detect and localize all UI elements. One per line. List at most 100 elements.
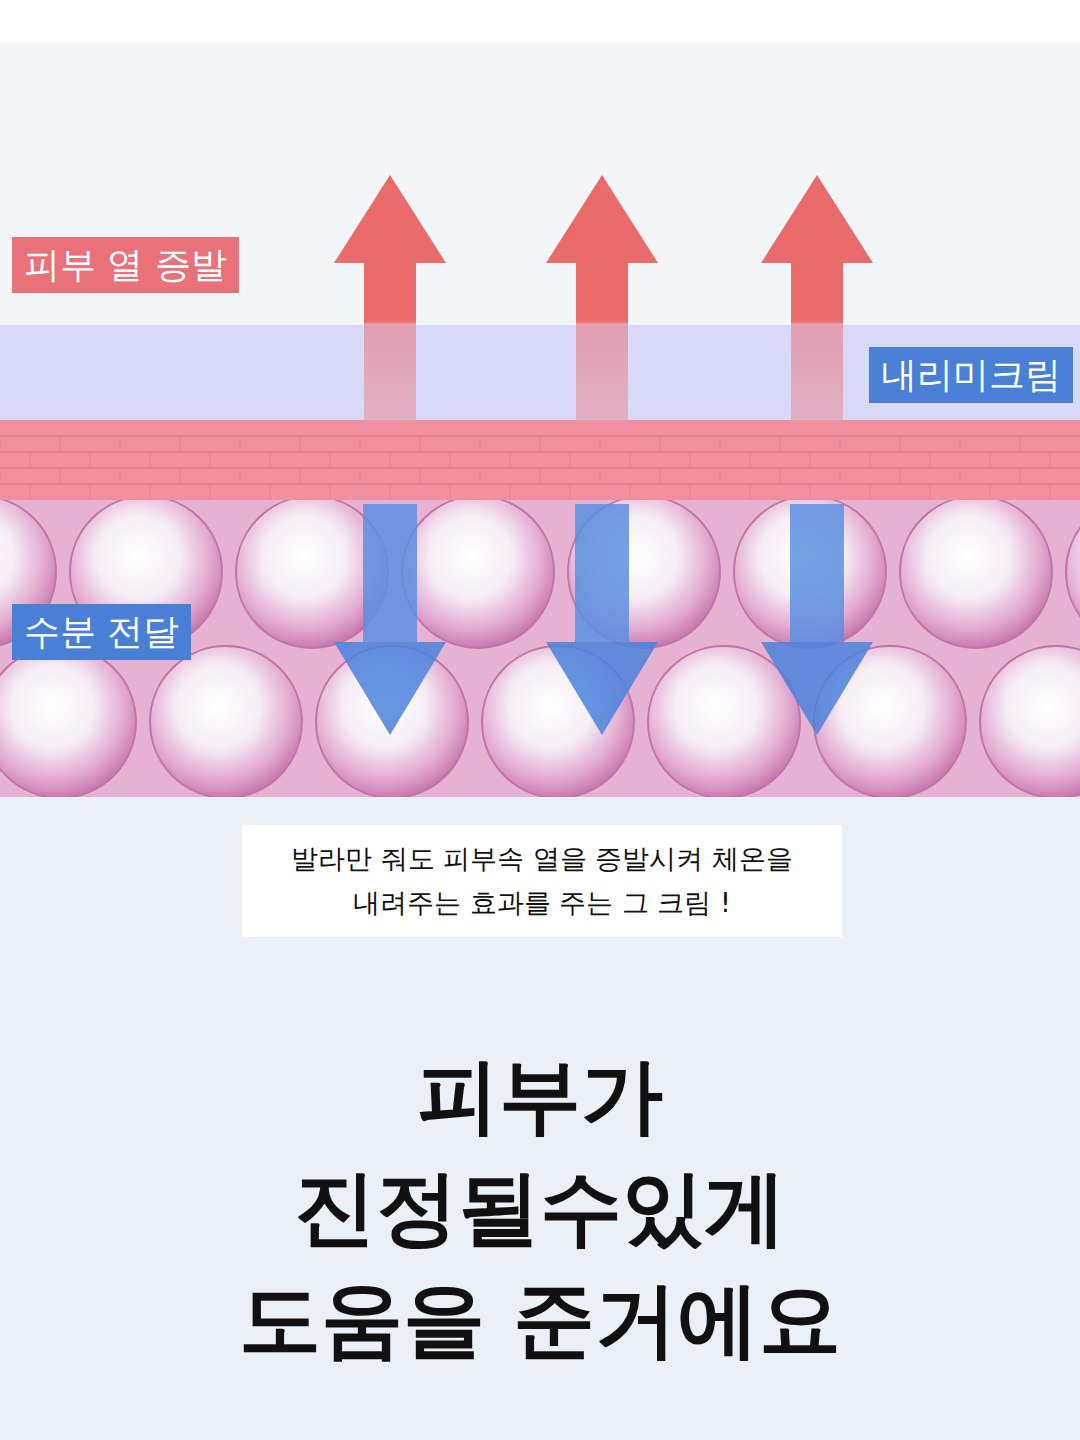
skin-line: [150, 484, 151, 500]
skin-line: [180, 436, 181, 452]
node-text: 수분 전달: [24, 610, 179, 654]
skin-line: [480, 468, 481, 484]
top-margin: [0, 0, 1080, 42]
skin-cell: [1066, 500, 1080, 648]
skin-line: [210, 484, 211, 500]
skin-line: [210, 452, 211, 468]
skin-line: [0, 436, 1, 452]
skin-line: [1020, 468, 1021, 484]
note-box: 발라만 줘도 피부속 열을 증발시켜 체온을 내려주는 효과를 주는 그 크림 …: [242, 825, 842, 937]
skin-line: [420, 436, 421, 452]
skin-line: [960, 468, 961, 484]
skin-line: [330, 484, 331, 500]
skin-line: [300, 468, 301, 484]
node-text: 피부 열 증발: [24, 243, 227, 287]
label-tag: 피부 열 증발: [12, 237, 239, 293]
heat-arrow: [546, 175, 658, 422]
skin-line: [0, 451, 1080, 453]
skin-line: [450, 484, 451, 500]
skin-layer: [0, 420, 1080, 502]
skin-line: [450, 452, 451, 468]
skin-line: [720, 468, 721, 484]
skin-line: [480, 436, 481, 452]
skin-line: [810, 484, 811, 500]
skin-line: [150, 452, 151, 468]
skin-line: [0, 468, 1, 484]
skin-line: [840, 468, 841, 484]
skin-cell: [900, 500, 1052, 648]
skin-line: [750, 484, 751, 500]
skin-line: [240, 436, 241, 452]
skin-line: [360, 468, 361, 484]
skin-line: [660, 468, 661, 484]
skin-cell: [0, 646, 136, 797]
skin-line: [720, 436, 721, 452]
skin-cell: [402, 500, 554, 648]
skin-line: [30, 452, 31, 468]
skin-line: [90, 452, 91, 468]
skin-line: [600, 468, 601, 484]
skin-line: [540, 436, 541, 452]
skin-line: [60, 468, 61, 484]
water-arrow: [334, 504, 446, 735]
skin-line: [1050, 484, 1051, 500]
skin-line: [540, 468, 541, 484]
skin-line: [900, 436, 901, 452]
skin-line: [30, 484, 31, 500]
skin-line: [510, 484, 511, 500]
skin-line: [930, 452, 931, 468]
skin-cell: [734, 500, 886, 648]
skin-line: [90, 484, 91, 500]
skin-line: [900, 468, 901, 484]
skin-line: [360, 436, 361, 452]
label-tag: 수분 전달: [12, 604, 191, 660]
skin-line: [690, 452, 691, 468]
skin-line: [840, 436, 841, 452]
skin-line: [180, 468, 181, 484]
skin-line: [60, 436, 61, 452]
skin-cell: [150, 646, 302, 797]
skin-line: [390, 484, 391, 500]
skin-line: [630, 452, 631, 468]
air-background: [0, 42, 1080, 325]
heat-arrows: [334, 175, 873, 422]
skin-line: [810, 452, 811, 468]
skin-line: [930, 484, 931, 500]
skin-line: [750, 452, 751, 468]
heat-arrow: [334, 175, 446, 422]
skin-cells: [0, 500, 1080, 797]
skin-line: [990, 484, 991, 500]
skin-line: [300, 436, 301, 452]
skin-line: [600, 436, 601, 452]
skin-line: [870, 452, 871, 468]
skin-line: [240, 468, 241, 484]
label-tag: 내리미크림: [869, 347, 1073, 403]
skin-cell: [568, 500, 720, 648]
skin-line: [120, 468, 121, 484]
skin-line: [780, 468, 781, 484]
skin-line: [270, 452, 271, 468]
skin-line: [1020, 436, 1021, 452]
water-arrows: [334, 504, 873, 735]
skin-line: [390, 452, 391, 468]
skin-line: [990, 452, 991, 468]
skin-line: [570, 484, 571, 500]
skin-line: [330, 452, 331, 468]
skin-line: [690, 484, 691, 500]
skin-line: [630, 484, 631, 500]
skin-line: [780, 436, 781, 452]
node-text: 발라만 줘도 피부속 열을 증발시켜 체온을 내려주는 효과를 주는 그 크림 …: [262, 837, 822, 925]
skin-line: [960, 436, 961, 452]
skin-line: [270, 484, 271, 500]
skin-line: [570, 452, 571, 468]
skin-line: [660, 436, 661, 452]
skin-line: [510, 452, 511, 468]
skin-texture: [0, 436, 1080, 500]
caption-text: 피부가 진정될수있게 도움을 준거에요: [190, 1040, 890, 1376]
water-arrow: [546, 504, 658, 735]
cream-layer: [0, 325, 1080, 422]
skin-line: [0, 483, 1080, 485]
heat-arrow: [761, 175, 873, 422]
skin-line: [420, 468, 421, 484]
skin-line: [870, 484, 871, 500]
